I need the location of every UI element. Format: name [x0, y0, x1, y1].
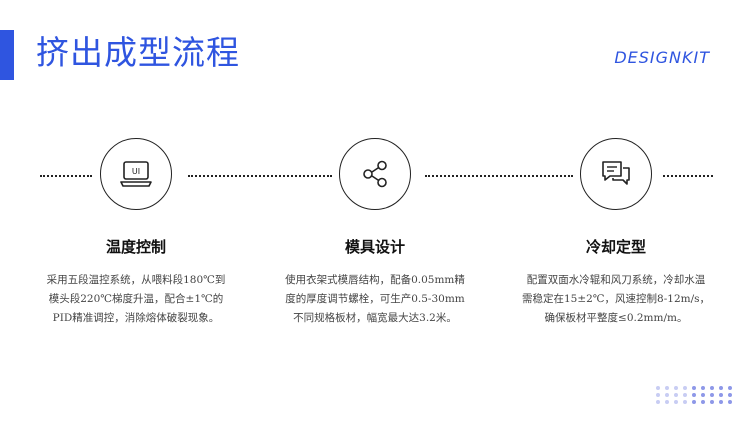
step-description: 配置双面水冷辊和风刀系统，冷却水温 需稳定在15±2℃，风速控制8-12m/s，…	[521, 271, 711, 328]
step-temperature-control: UI 温度控制 采用五段温控系统，从喂料段180℃到 模头段220℃梯度升温，配…	[21, 138, 251, 328]
step-description-line: PID精准调控，消除熔体破裂现象。	[52, 312, 220, 324]
connector-line-left	[40, 175, 92, 177]
step-icon-circle: UI	[100, 138, 172, 210]
step-description-line: 需稳定在15±2℃，风速控制8-12m/s，	[521, 293, 711, 305]
step-description-line: 确保板材平整度≤0.2mm/m。	[544, 312, 688, 324]
step-description-line: 度的厚度调节螺栓，可生产0.5-30mm	[285, 293, 465, 305]
step-icon-circle	[580, 138, 652, 210]
step-description-line: 使用衣架式模唇结构，配备0.05mm精	[285, 274, 465, 286]
step-description-line: 配置双面水冷辊和风刀系统，冷却水温	[526, 274, 706, 286]
chat-icon	[602, 161, 630, 185]
page-title: 挤出成型流程	[36, 33, 240, 72]
step-mold-design: 模具设计 使用衣架式模唇结构，配备0.05mm精 度的厚度调节螺栓，可生产0.5…	[260, 138, 490, 328]
connector-line-right	[663, 175, 713, 177]
icon-ui-text: UI	[132, 167, 140, 176]
brand-logo: DESIGNKIT	[614, 48, 710, 67]
connector-line-mid2	[425, 175, 573, 177]
step-description: 采用五段温控系统，从喂料段180℃到 模头段220℃梯度升温，配合±1℃的 PI…	[41, 271, 231, 328]
step-title: 冷却定型	[585, 238, 646, 256]
share-icon	[363, 160, 387, 188]
title-accent-bar	[0, 30, 14, 80]
step-cooling-setting: 冷却定型 配置双面水冷辊和风刀系统，冷却水温 需稳定在15±2℃，风速控制8-1…	[501, 138, 731, 328]
step-description-line: 采用五段温控系统，从喂料段180℃到	[46, 274, 226, 286]
step-description: 使用衣架式模唇结构，配备0.05mm精 度的厚度调节螺栓，可生产0.5-30mm…	[280, 271, 470, 328]
connector-line-mid1	[188, 175, 332, 177]
step-icon-circle	[339, 138, 411, 210]
step-title: 温度控制	[105, 238, 166, 256]
step-description-line: 模头段220℃梯度升温，配合±1℃的	[48, 293, 224, 305]
decorative-dot-grid	[656, 386, 734, 404]
step-title: 模具设计	[344, 238, 405, 256]
step-description-line: 不同规格板材，幅宽最大达3.2米。	[293, 312, 457, 324]
laptop-ui-icon: UI	[120, 161, 152, 187]
